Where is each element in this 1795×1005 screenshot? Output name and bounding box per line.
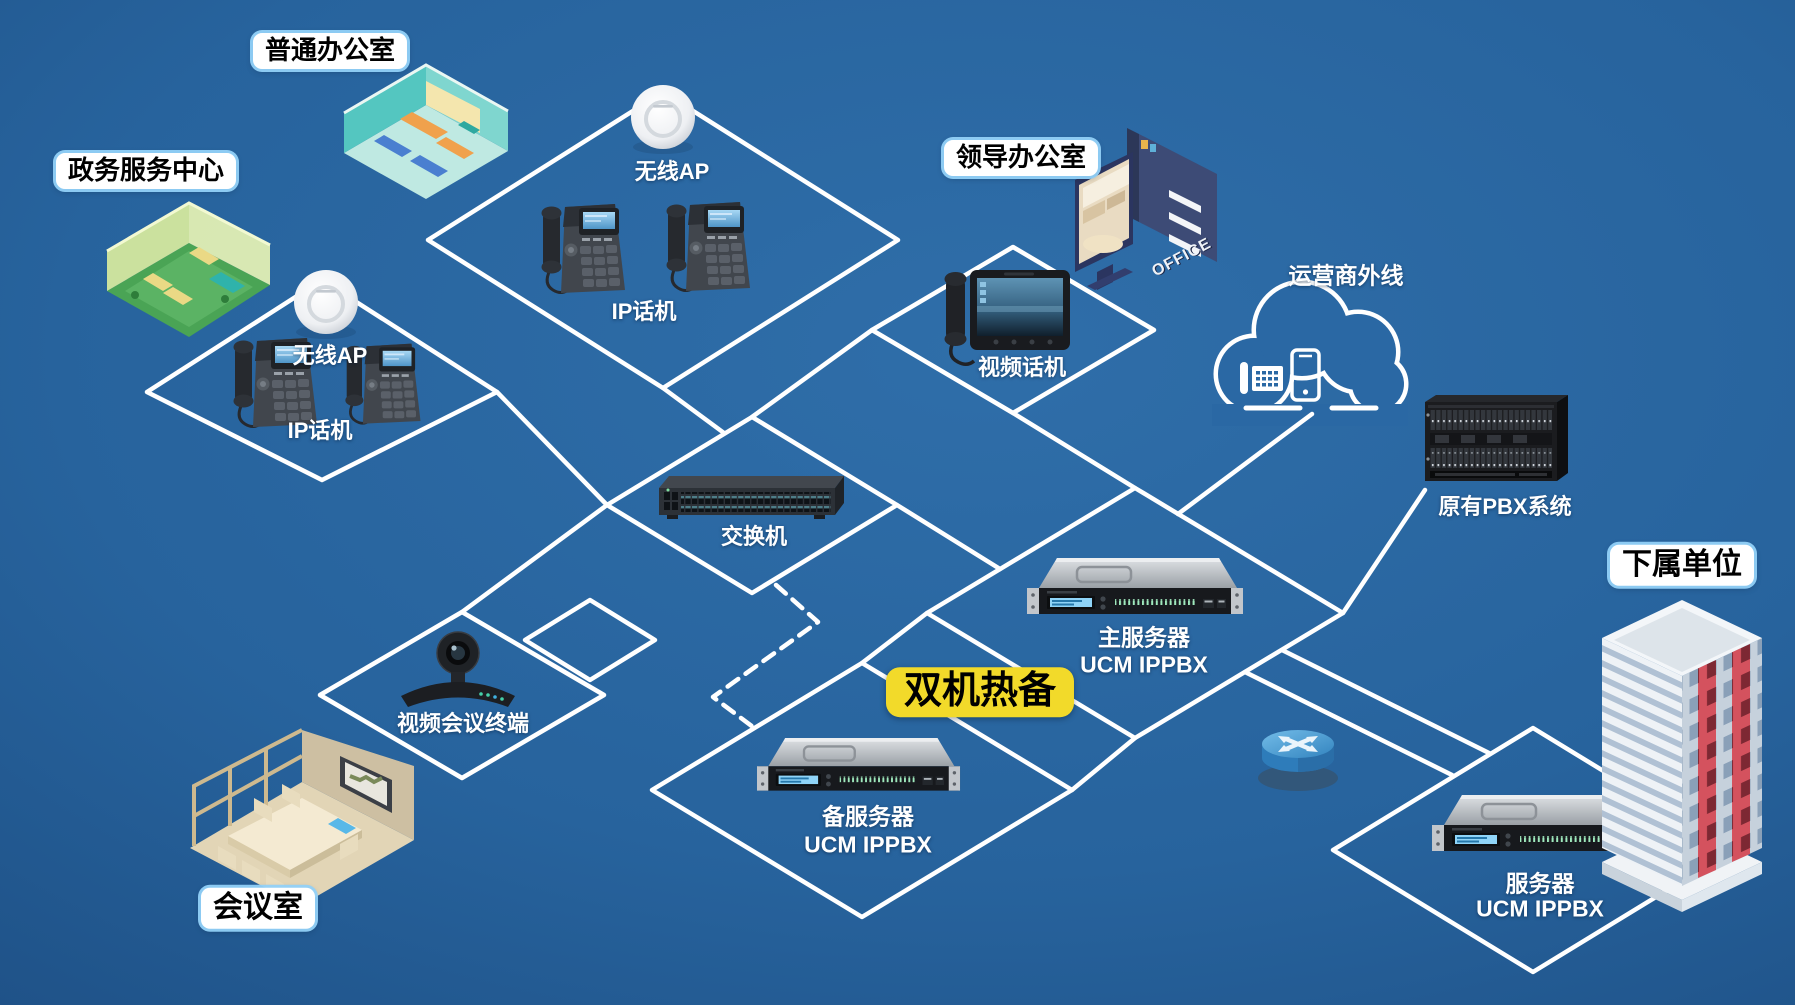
label-wireless-ap-left: 无线AP bbox=[292, 342, 368, 368]
label-video-phone: 视频话机 bbox=[977, 354, 1067, 380]
video-phone-icon bbox=[944, 270, 1070, 366]
ip-phone-icon bbox=[540, 202, 627, 295]
label-switch: 交换机 bbox=[720, 523, 788, 549]
ucm-server-icon bbox=[755, 736, 962, 792]
ucm-server-icon bbox=[1025, 556, 1245, 616]
gov-center-room-icon bbox=[106, 201, 271, 337]
building-icon bbox=[1602, 600, 1762, 912]
badge-leader-office: 领导办公室 bbox=[943, 140, 1099, 176]
label-ip-phone-top: IP话机 bbox=[611, 298, 677, 324]
meeting-room-icon bbox=[190, 728, 414, 906]
cloud-phone-icon bbox=[1240, 362, 1283, 394]
badge-subordinate-unit: 下属单位 bbox=[1610, 544, 1754, 586]
cloud-mobile-icon bbox=[1290, 348, 1321, 402]
label-main-server: 主服务器 bbox=[1098, 624, 1190, 651]
label-main-server-model: UCM IPPBX bbox=[1080, 651, 1208, 678]
router-icon bbox=[1258, 730, 1338, 791]
badge-meeting-room: 会议室 bbox=[201, 887, 315, 929]
badge-gov-service-center: 政务服务中心 bbox=[55, 153, 237, 189]
label-wireless-ap-top: 无线AP bbox=[634, 158, 710, 184]
switch-icon bbox=[659, 476, 844, 519]
ordinary-office-room-icon bbox=[343, 63, 509, 199]
label-carrier-trunk: 运营商外线 bbox=[1288, 262, 1404, 289]
wireless-ap-icon bbox=[292, 268, 360, 341]
badge-hot-standby: 双机热备 bbox=[885, 667, 1075, 717]
camera-icon bbox=[401, 631, 515, 707]
label-backup-server-model: UCM IPPBX bbox=[804, 831, 932, 858]
ip-phone-icon bbox=[665, 200, 752, 293]
label-legacy-pbx: 原有PBX系统 bbox=[1438, 493, 1572, 519]
cloud-icon bbox=[1175, 279, 1409, 517]
badge-ordinary-office: 普通办公室 bbox=[252, 33, 408, 69]
label-ip-phone-left: IP话机 bbox=[287, 417, 353, 443]
label-branch-server: 服务器 bbox=[1505, 870, 1575, 897]
label-backup-server: 备服务器 bbox=[822, 803, 914, 830]
hot-standby-link-dashed bbox=[710, 582, 821, 730]
pbx-rack-icon bbox=[1425, 395, 1568, 481]
wireless-ap-icon bbox=[629, 83, 697, 156]
leader-office-icon bbox=[1075, 128, 1217, 290]
topology-lines bbox=[144, 89, 1736, 975]
label-branch-server-model: UCM IPPBX bbox=[1476, 895, 1604, 922]
label-video-conference: 视频会议终端 bbox=[396, 710, 530, 736]
